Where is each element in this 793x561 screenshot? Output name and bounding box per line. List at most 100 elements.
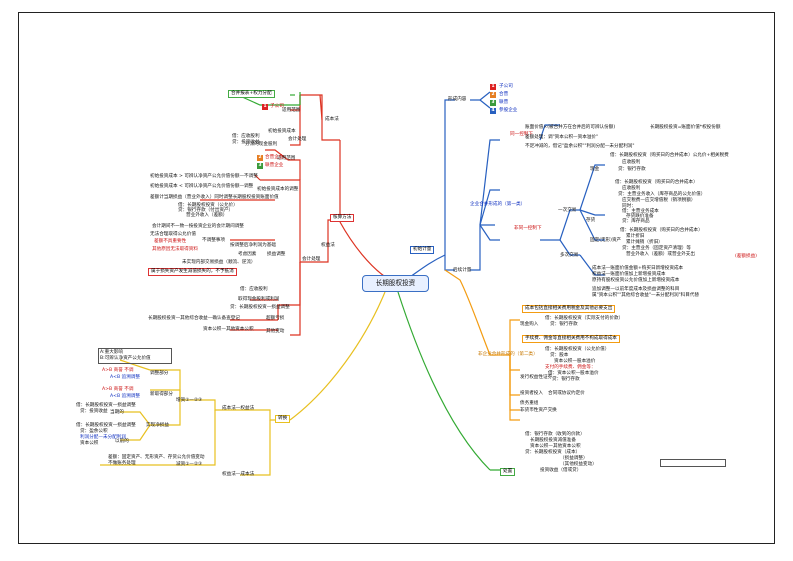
issue-1: 借：长期股权投资（公允价值）: [545, 347, 610, 352]
fv-change: 资本公积—其他资本公积: [203, 327, 254, 332]
central-topic[interactable]: 长期股权投资: [362, 275, 429, 292]
joint-label: 合营企业: [265, 155, 284, 160]
branch-subsequent[interactable]: 后续计量: [453, 268, 472, 273]
fixed-3: 累计摊销（折旧）: [626, 240, 663, 245]
scope-note: 合并报表+权力分配: [228, 90, 275, 98]
equity-to-cost: 权益法—成本法: [222, 472, 255, 477]
nm-head: 非企业合并形成的（第二类）: [478, 352, 538, 357]
realize: 实现净损益: [146, 423, 169, 428]
dis-4: 贷：长期股权投资（成本）: [525, 450, 581, 455]
sc-3: 差额处理：调"资本公积—资本溢价": [525, 135, 599, 140]
branch-disposal[interactable]: 处置: [500, 468, 516, 476]
link-central-methods: [339, 221, 396, 284]
cost-accounting: 初始投资成本: [268, 129, 296, 134]
cost-method: 成本法: [325, 117, 339, 122]
num-3-icon: 3: [257, 163, 263, 169]
fixed-2: 累计折旧: [626, 234, 645, 239]
reduce: 减资①—②③: [176, 462, 203, 467]
invest-in: 投资者投入: [520, 391, 543, 396]
dis-2: 长期股权投资减值准备: [530, 438, 576, 443]
cash-head: 现金: [590, 167, 600, 172]
prior-1: 借：长期股权投资—损益调整: [76, 423, 136, 428]
profit-head: 考虑因素: [238, 252, 257, 257]
dis-5: （损益调整）: [560, 456, 588, 461]
stock-7: 存货跌价准备: [626, 214, 654, 219]
dividend-note: 分派的现金股利: [245, 142, 278, 147]
ab-red-2: A>B 商誉 不调: [102, 387, 134, 392]
issue-2: 贷：股本: [550, 353, 569, 358]
cash-2: 应收股利: [622, 160, 641, 165]
current-label: 当期的: [110, 410, 124, 415]
adj-2: 初始投资成本 < 可辨认净资产公允价值份额—调整: [150, 184, 254, 189]
cost-to-equity: 成本法—权益法: [222, 406, 255, 411]
empty-box: [660, 459, 726, 467]
cash-1: 借：长期股权投资（购买日的合并成本）公允价+相关税费: [610, 153, 729, 158]
gain-label: 会计处理: [288, 137, 307, 142]
a-b: A:重大影响: [100, 350, 123, 355]
excess-loss: 超额亏损: [266, 316, 285, 321]
other-change: 其他变动: [266, 329, 285, 334]
equity-method: 权益法: [321, 243, 335, 248]
issue-head: 发行权益性证券: [520, 375, 553, 380]
adj-3: 差额计当期损益（营业外收入）同时调整长期股权投资账面价值: [150, 195, 279, 200]
formation-item-2: 合营: [499, 92, 509, 97]
stock-4: 应交税费—应交增值税（销项税额）: [622, 198, 696, 203]
issue-5: 借：资本公积—股本溢价: [548, 371, 599, 376]
multi-4: 追加调整—以前年度成本及损益调整的科目: [592, 287, 680, 292]
dis-3: 资本公积—其他资本公积: [530, 444, 581, 449]
add-step: 增资①—②③: [176, 398, 203, 403]
nm-box: 成本包括直接相关费用税金及其他必要支出: [522, 305, 616, 313]
profit-6: 按调整后净利润为基础: [230, 243, 276, 248]
stock-2: 应收股利: [622, 186, 641, 191]
profit-2: 无法合理取得公允价值: [150, 232, 196, 237]
cash-3: 贷：银行存款: [618, 167, 646, 172]
diff-note: 差额：固定资产、无形资产、存货公允价值变动: [108, 455, 205, 460]
ab-red-1: A>B 商誉 不调: [102, 368, 134, 373]
num-2b-icon: 2: [490, 92, 496, 98]
profit-3: 差额不具重要性: [154, 239, 187, 244]
dividend2-dr: 借：应收股利: [240, 287, 268, 292]
loss-head: 损益调整: [267, 252, 286, 257]
profit-5: 不调整事项: [202, 238, 225, 243]
fixed-head: 固定(无形)资产: [590, 238, 622, 243]
profit-1: 会计期间不一致—按投资企业的会计期间调整: [152, 224, 244, 229]
adj-1: 初始投资成本 > 可辨认净资产公允价值份额—不调整: [150, 174, 258, 179]
formation: 形成内容: [448, 97, 467, 102]
formation-item-3: 联营: [499, 100, 509, 105]
num-4b-icon: 4: [490, 108, 496, 114]
adj-entry-1: 借：长期股权投资（公允价）: [178, 203, 238, 208]
dividend2-cr: 贷：长期股权投资—损益调整: [230, 305, 290, 310]
dis-7: 投资收益（借或贷）: [540, 468, 582, 473]
cashpay-2: 贷：银行存款: [550, 322, 578, 327]
branch-initial[interactable]: 初始计量: [410, 246, 435, 254]
multi-3: 原持有股权投资公允价值加上新增投资成本: [592, 278, 680, 283]
page-border: [18, 12, 775, 544]
link-central-initial: [409, 254, 446, 278]
once-label: 一次交易: [558, 208, 577, 213]
fixed-1: 借：长期股权投资（购买日的合并成本）: [620, 228, 703, 233]
issue-4: 支付的手续费、佣金等：: [545, 365, 596, 370]
adj-entry-2: 贷：银行存款（付出资产）: [178, 208, 234, 213]
formation-item-4: 参股企业: [499, 108, 518, 113]
branch-transfer[interactable]: 转换: [275, 415, 291, 423]
branch-methods[interactable]: 核算方法: [330, 214, 355, 222]
dividend-cr: 贷：投资收益: [232, 140, 260, 145]
prior-2: 贷：盈余公积: [80, 429, 108, 434]
cashpay-head: 现金购入: [520, 322, 539, 327]
dis-1: 借：银行存款（收到的价款）: [525, 432, 585, 437]
dividend2-head: 取得现金股利或利润: [238, 297, 280, 302]
scope2-label: 适用范围: [277, 156, 296, 161]
sc-4: 不足冲减的，借记"盈余公积""利润分配—未分配利润": [525, 144, 635, 149]
multi-1: 成本法—账面价值金额+购买日新增投资成本: [592, 266, 684, 271]
adj-head: 初始投资成本的调整: [257, 187, 299, 192]
num-2-icon: 2: [257, 155, 263, 161]
ab-frame: [98, 348, 172, 364]
fixed-note: (差额损益): [735, 254, 757, 259]
stock-8: 贷：库存商品: [622, 219, 650, 224]
stock-head: 存货: [586, 218, 596, 223]
link-initial-nonmerge: [444, 269, 491, 356]
unrealized: 未实现内部交易损益（顺流、逆流）: [182, 260, 256, 265]
link-central-disposal: [397, 291, 491, 471]
assoc-label: 联营企业: [265, 163, 284, 168]
